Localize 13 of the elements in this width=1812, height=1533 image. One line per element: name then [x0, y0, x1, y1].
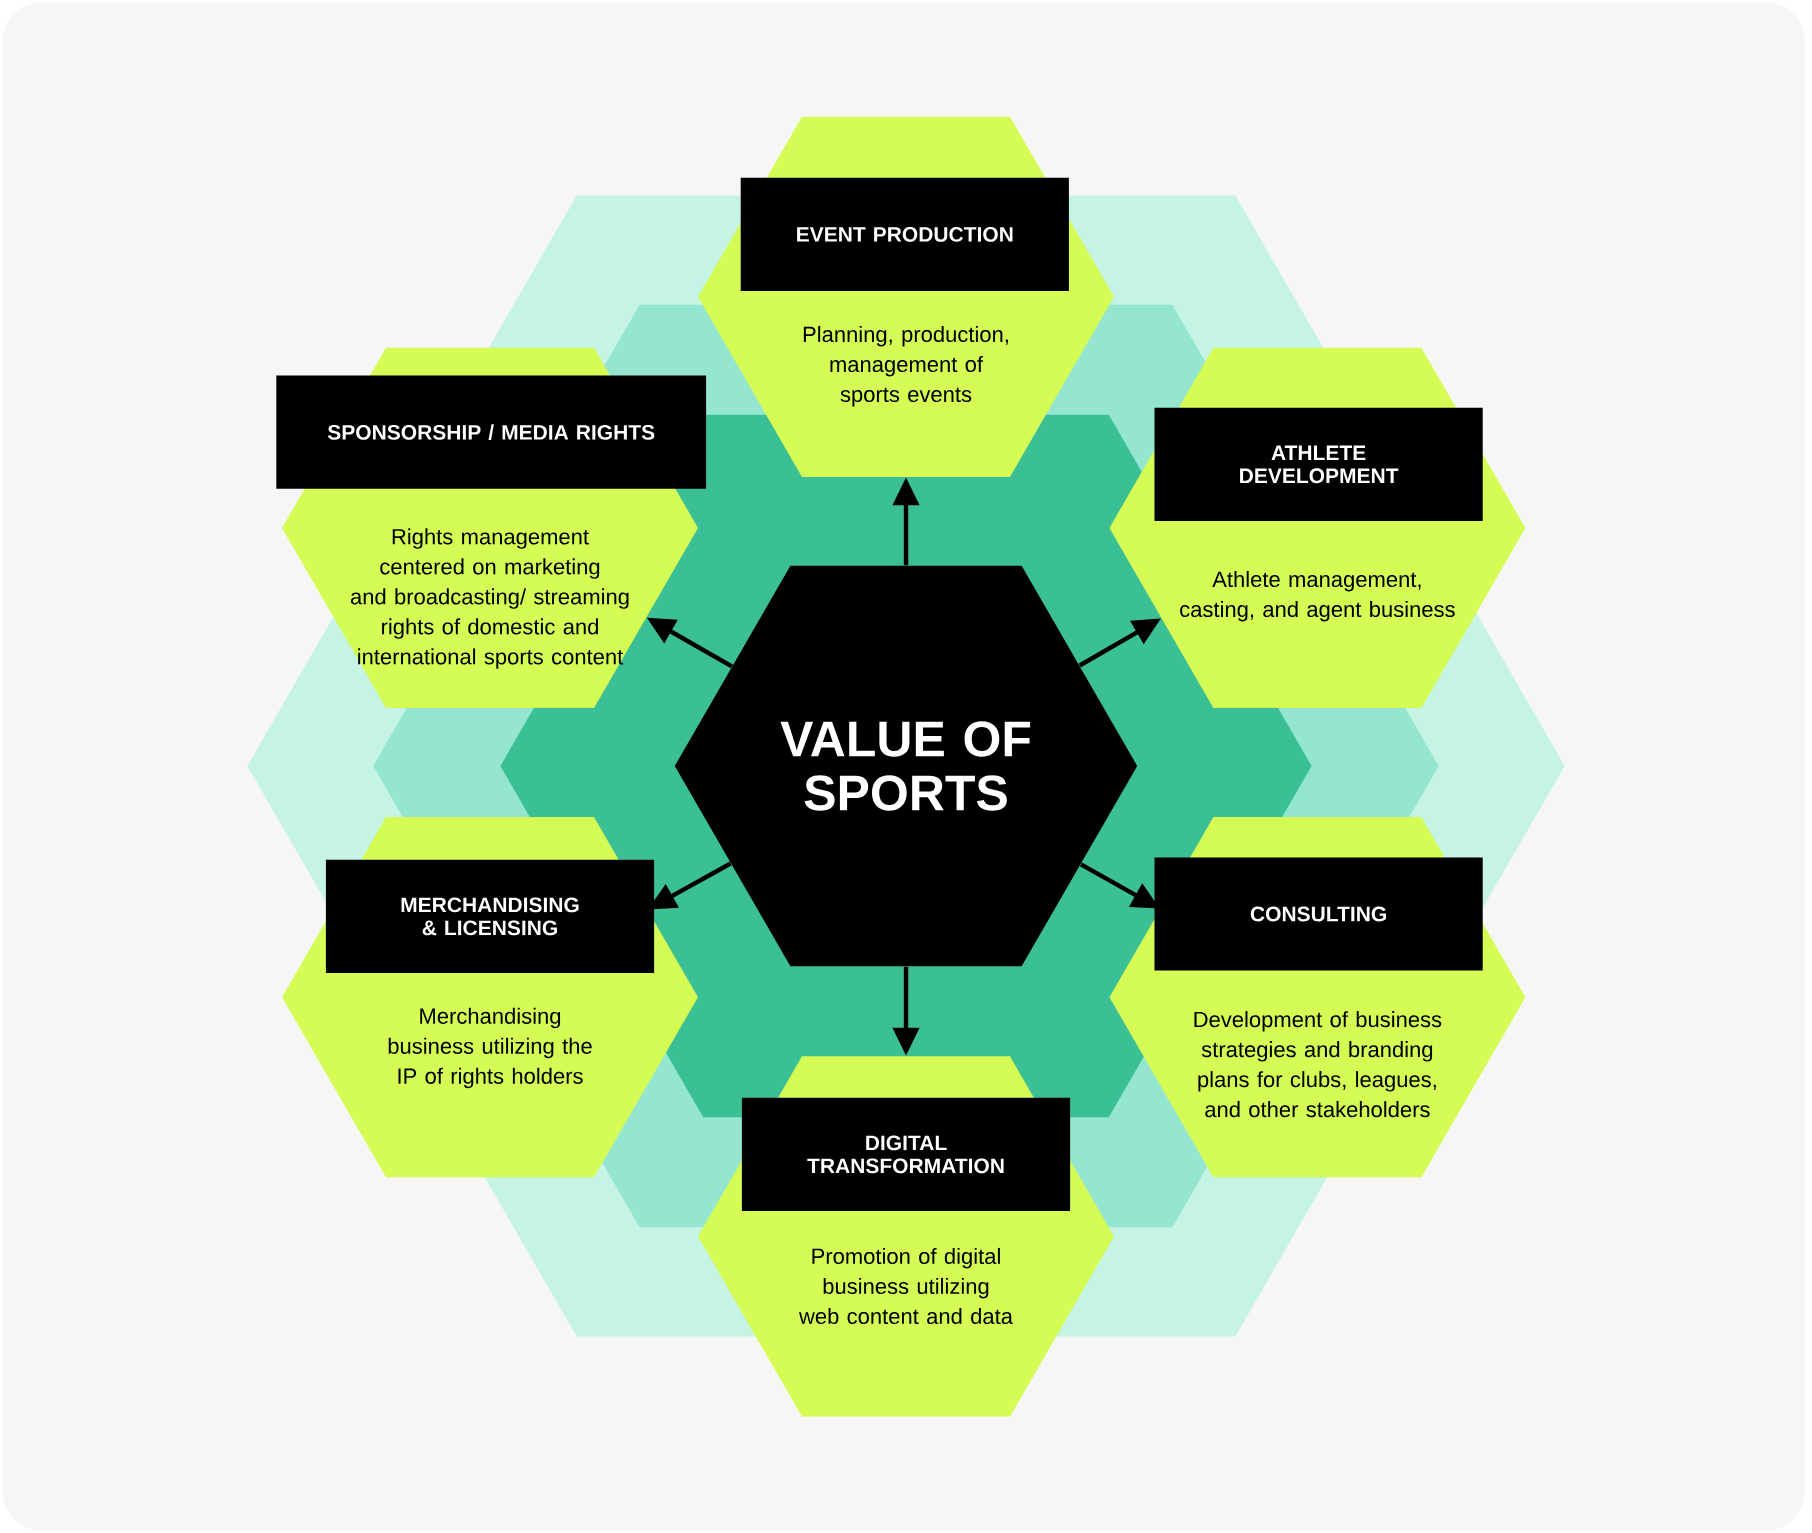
heading-bar: DIGITAL TRANSFORMATION — [741, 1097, 1071, 1211]
description-text: Rights management centered on marketing and broadcasting/ streaming rights of domestic and international sports content — [350, 528, 629, 669]
heading-bar: MERCHANDISING & LICENSING — [325, 859, 655, 973]
heading-bar: CONSULTING — [1154, 857, 1483, 971]
heading-bar: EVENT PRODUCTION — [740, 177, 1069, 291]
description-text: Planning, production, management of sports events — [803, 325, 1008, 407]
heading-bar: SPONSORSHIP / MEDIA RIGHTS — [276, 375, 707, 489]
heading-bar: ATHLETE DEVELOPMENT — [1154, 407, 1483, 521]
description-text: Athlete management, casting, and agent business — [1180, 570, 1455, 622]
center-hexagon: VALUE OF SPORTS — [674, 565, 1138, 967]
description-text: Development of business strategies and branding plans for clubs, leagues, and other stakeholders — [1194, 1010, 1442, 1118]
description-text: Merchandising business utilizing the IP of rights holders — [388, 1007, 592, 1089]
description-text: Promotion of digital business utilizing web content and data — [798, 1247, 1013, 1324]
